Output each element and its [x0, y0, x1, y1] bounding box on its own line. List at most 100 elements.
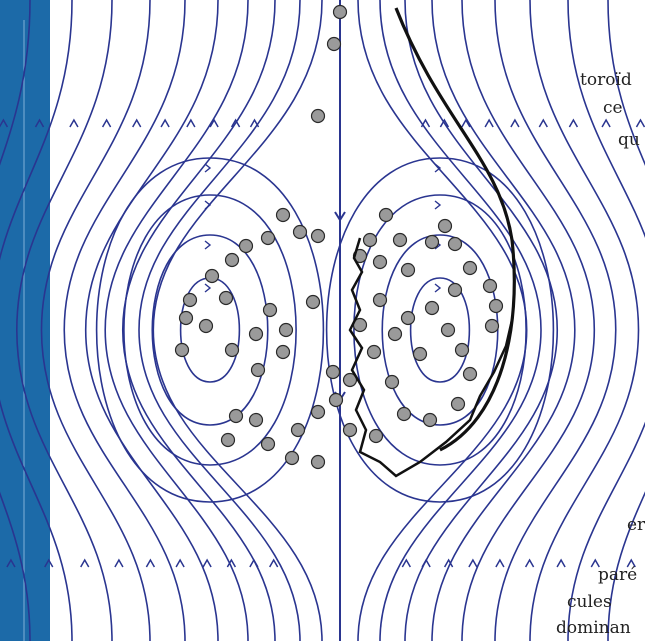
particle: [384, 374, 400, 390]
particle: [424, 234, 440, 250]
arrow-up: [590, 558, 600, 568]
particle: [228, 408, 244, 424]
particle: [326, 36, 342, 52]
vortex-loop: [151, 234, 269, 426]
arrow-up: [601, 118, 611, 128]
particle: [396, 406, 412, 422]
arrow-loop: [204, 200, 212, 210]
particle: [422, 412, 438, 428]
outer-streamline: [152, 0, 323, 641]
particles: [174, 4, 504, 470]
outer-streamline: [63, 0, 186, 641]
particle: [437, 218, 453, 234]
arrow-up: [209, 118, 219, 128]
white-panel: [50, 0, 170, 641]
arrow-up: [0, 118, 9, 128]
particle: [450, 396, 466, 412]
particle: [305, 294, 321, 310]
particle: [482, 278, 498, 294]
arrow-up: [132, 118, 142, 128]
particle: [342, 422, 358, 438]
arrow-up: [80, 558, 90, 568]
arrow-up: [468, 558, 478, 568]
outer-streamline: [607, 0, 645, 641]
particle: [224, 252, 240, 268]
outer-streamline: [0, 0, 31, 641]
particle: [275, 344, 291, 360]
particle: [198, 318, 214, 334]
central-axis: [334, 0, 346, 641]
text-fragment-7: dominan: [556, 618, 631, 638]
arrow-loop: [434, 283, 442, 293]
flow-arrows: [0, 118, 645, 568]
particle: [328, 392, 344, 408]
text-fragment-5: paré: [598, 565, 638, 585]
axis-arrow: [334, 211, 346, 222]
outer-streamline: [138, 0, 301, 641]
particle: [366, 344, 382, 360]
arrow-up: [635, 118, 645, 128]
outer-streamline: [84, 0, 219, 641]
arrow-up: [538, 118, 548, 128]
arrow-up: [114, 558, 124, 568]
particle: [262, 302, 278, 318]
smooth-trajectory: [394, 7, 516, 452]
particle: [248, 412, 264, 428]
arrow-up: [401, 558, 411, 568]
particle: [310, 228, 326, 244]
particle: [182, 292, 198, 308]
particle: [372, 292, 388, 308]
vortex-loop: [409, 277, 471, 383]
particle: [454, 342, 470, 358]
outer-streamline: [529, 0, 640, 641]
arrow-up: [145, 558, 156, 568]
particle: [392, 232, 408, 248]
vortex-loop: [123, 194, 297, 466]
arrow-up: [626, 558, 636, 568]
arrow-up: [439, 118, 450, 128]
particle: [462, 260, 478, 276]
particle: [238, 238, 254, 254]
outer-streamline: [0, 0, 73, 641]
particle: [310, 454, 326, 470]
arrow-up: [269, 558, 279, 568]
jagged-trajectory: [348, 237, 514, 478]
arrow-up: [510, 118, 520, 128]
arrow-up: [44, 558, 54, 568]
text-fragment-2: ce: [603, 98, 623, 118]
particle: [412, 346, 428, 362]
vortex-streamlines: [95, 157, 555, 503]
arrow-up: [495, 558, 505, 568]
arrow-loop: [204, 163, 212, 173]
particle: [368, 428, 384, 444]
outer-streamline: [494, 0, 617, 641]
arrow-up: [34, 118, 45, 128]
particle: [378, 207, 394, 223]
particle: [224, 342, 240, 358]
arrow-up: [230, 118, 241, 128]
arrow-up: [461, 118, 471, 128]
text-fragment-1: toroïd: [580, 70, 632, 90]
outer-streamline: [40, 0, 151, 641]
arrow-loop: [204, 283, 212, 293]
outer-streamline: [461, 0, 596, 641]
arrow-up: [160, 118, 170, 128]
arrow-loop: [434, 163, 442, 173]
particle: [310, 108, 326, 124]
arrow-up: [421, 558, 431, 568]
arrow-loop: [434, 200, 442, 210]
arrow-up: [69, 118, 79, 128]
particle: [488, 298, 504, 314]
particle: [275, 207, 291, 223]
arrow-up: [443, 558, 454, 568]
particle: [204, 268, 220, 284]
arrow-up: [420, 118, 431, 128]
particle: [424, 300, 440, 316]
arrow-up: [484, 118, 494, 128]
arrow-up: [6, 558, 16, 568]
particle: [178, 310, 194, 326]
particle: [260, 230, 276, 246]
trajectory-paths: [348, 7, 516, 478]
particle: [400, 262, 416, 278]
